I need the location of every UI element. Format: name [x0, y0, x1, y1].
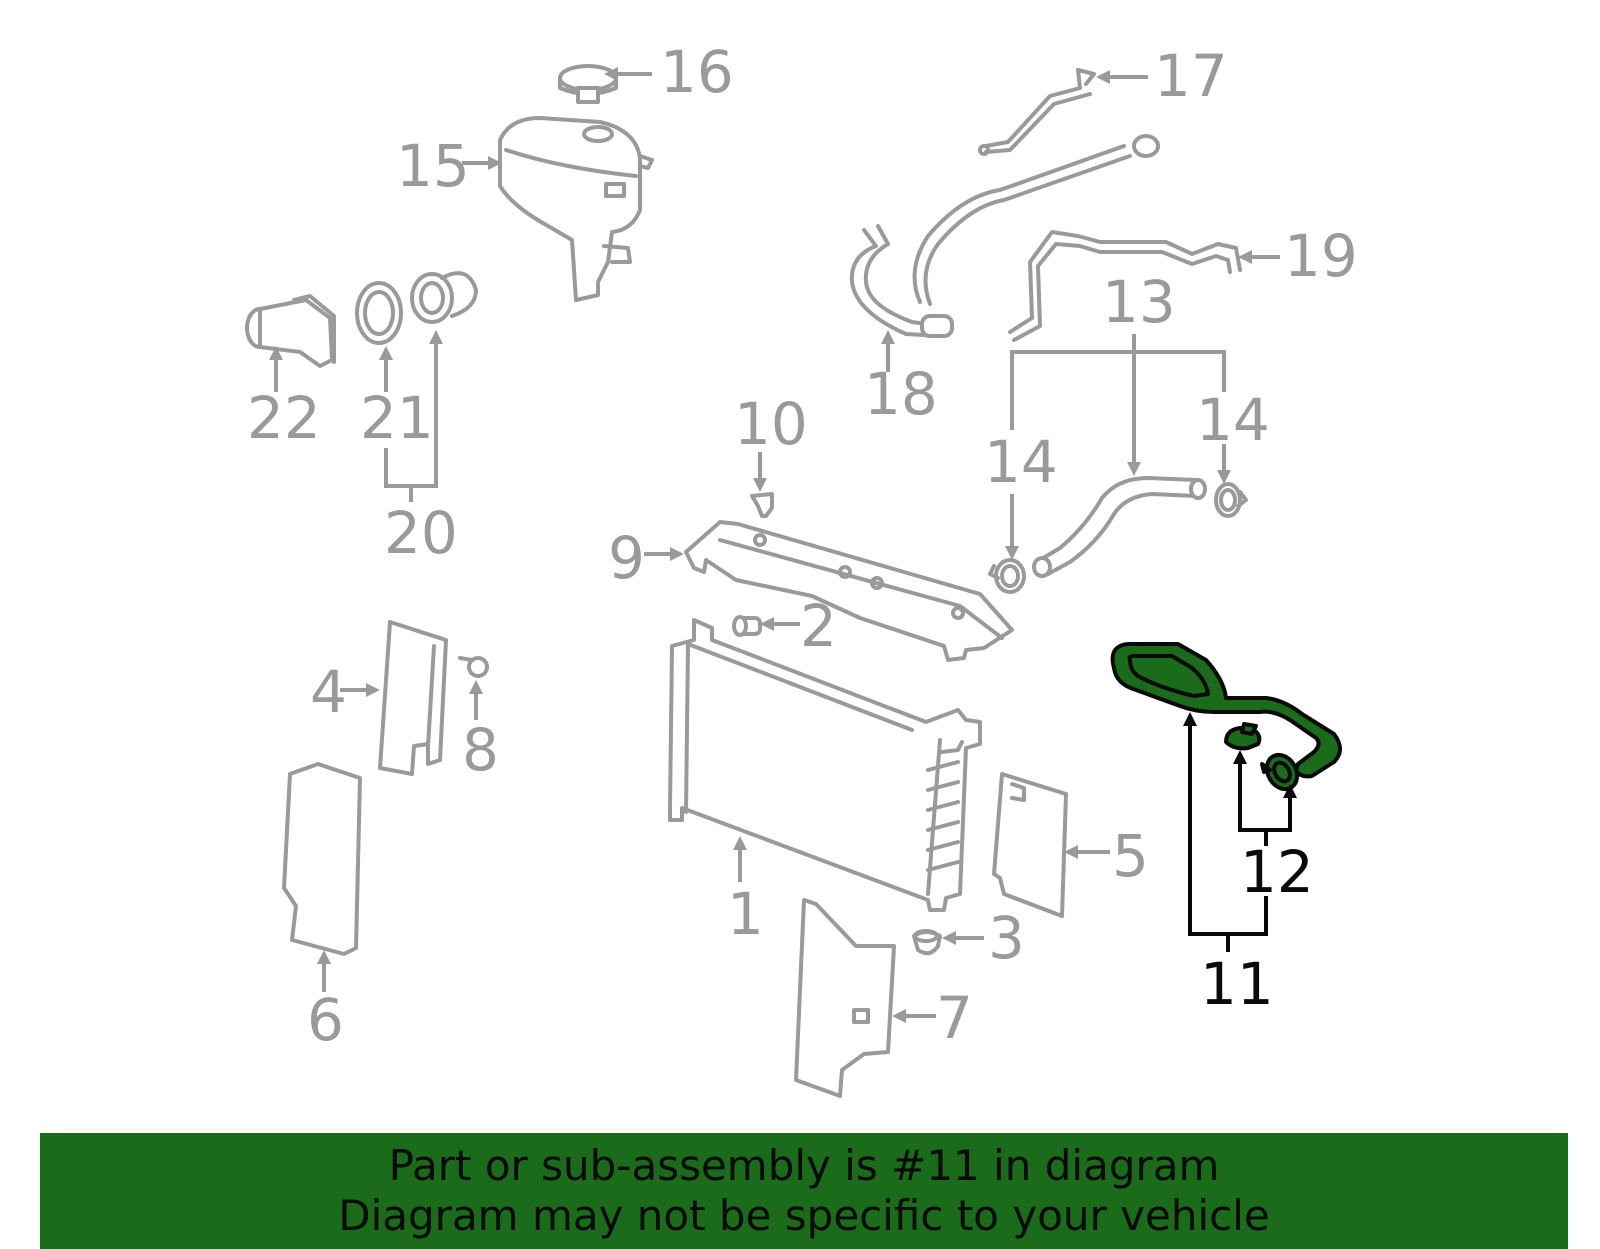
leader-7	[892, 1009, 936, 1023]
callout-9: 9	[608, 524, 645, 592]
banner-line-part: Part or sub-assembly is #11 in diagram	[388, 1141, 1220, 1190]
part-17-pipe[interactable]	[978, 68, 1096, 156]
callout-10: 10	[734, 390, 808, 458]
callout-4: 4	[310, 658, 347, 726]
callout-13: 13	[1102, 268, 1176, 336]
callout-11: 11	[1200, 950, 1274, 1018]
leader-19	[1238, 250, 1280, 264]
leader-17	[1096, 70, 1148, 84]
callout-14-left: 14	[984, 428, 1058, 496]
banner-line-disclaimer: Diagram may not be specific to your vehi…	[338, 1191, 1270, 1240]
callout-14-right: 14	[1196, 386, 1270, 454]
leader-2	[760, 617, 800, 631]
callout-2: 2	[800, 592, 837, 660]
leader-4	[340, 683, 380, 697]
part-22-water-outlet[interactable]	[245, 294, 336, 368]
part-15-coolant-reservoir[interactable]	[498, 116, 654, 302]
callout-1: 1	[727, 880, 764, 948]
leader-22	[269, 346, 283, 392]
part-13-hose[interactable]	[1032, 476, 1207, 578]
leader-15	[462, 156, 502, 170]
part-3-insulator[interactable]	[912, 929, 942, 956]
callout-20: 20	[384, 499, 458, 567]
part-16-reservoir-cap[interactable]	[558, 64, 618, 104]
part-9-upper-baffle[interactable]	[684, 520, 1014, 662]
leader-3	[942, 931, 984, 945]
callout-16: 16	[660, 38, 734, 106]
leader-1	[733, 836, 747, 882]
part-8-bolt[interactable]	[458, 656, 489, 678]
callout-8: 8	[462, 716, 499, 784]
part-14-clamp-right[interactable]	[1214, 482, 1248, 518]
callout-15: 15	[396, 132, 470, 200]
leader-13-14	[1005, 334, 1231, 560]
part-7-lower-baffle[interactable]	[794, 898, 896, 1098]
part-1-radiator[interactable]	[668, 618, 982, 912]
leader-18	[881, 330, 895, 372]
leader-5	[1064, 845, 1110, 859]
part-11-radiator-hose-highlighted[interactable]	[1110, 642, 1342, 779]
part-2-drain-plug[interactable]	[732, 615, 762, 637]
leader-11-12	[1183, 712, 1297, 952]
part-5-side-baffle[interactable]	[992, 772, 1068, 918]
callout-21: 21	[360, 384, 434, 452]
part-20-thermostat[interactable]	[410, 271, 478, 324]
part-4-air-deflector[interactable]	[378, 620, 448, 776]
part-14-clamp-left[interactable]	[988, 558, 1026, 594]
leader-10	[753, 452, 767, 492]
info-banner: Part or sub-assembly is #11 in diagram D…	[40, 1133, 1568, 1249]
callout-5: 5	[1112, 822, 1149, 890]
callout-19: 19	[1284, 222, 1358, 290]
part-18-hose[interactable]	[849, 134, 1160, 338]
callout-18: 18	[864, 360, 938, 428]
callout-7: 7	[936, 984, 973, 1052]
part-19-pipe[interactable]	[1008, 230, 1242, 342]
leader-16	[604, 67, 652, 81]
part-6-air-baffle[interactable]	[282, 762, 362, 956]
part-21-gasket[interactable]	[355, 281, 403, 345]
callout-12: 12	[1240, 838, 1314, 906]
part-10-push-pin[interactable]	[750, 492, 774, 518]
leader-8	[469, 680, 483, 720]
callout-3: 3	[988, 904, 1025, 972]
leader-21-20	[379, 330, 443, 502]
leader-9	[644, 547, 684, 561]
callout-17: 17	[1154, 42, 1228, 110]
callout-6: 6	[307, 986, 344, 1054]
leader-6	[317, 950, 331, 992]
callout-22: 22	[247, 384, 321, 452]
